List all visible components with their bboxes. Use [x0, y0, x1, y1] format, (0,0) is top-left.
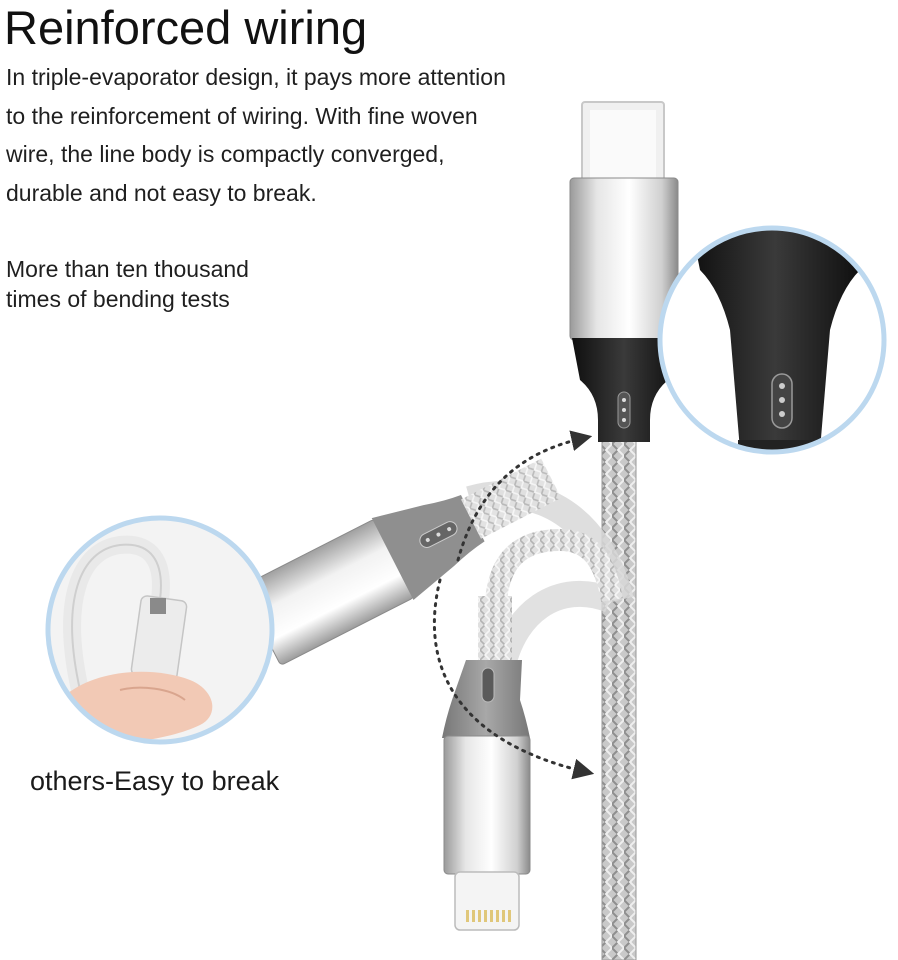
micro-usb-connector: [241, 458, 562, 665]
magnifier-circle-icon: [657, 225, 887, 455]
description-line: wire, the line body is compactly converg…: [6, 141, 445, 167]
usb-a-connector: [569, 101, 679, 442]
page-title: Reinforced wiring: [4, 1, 368, 54]
lightning-connector: [442, 528, 623, 931]
description-line: In triple-evaporator design, it pays mor…: [6, 64, 506, 90]
bending-test-note: More than ten thousand times of bending …: [6, 254, 249, 314]
curved-dotted-arrow-icon: [432, 578, 595, 780]
description-line: to the reinforcement of wiring. With fin…: [6, 102, 478, 129]
description-paragraph: In triple-evaporator design, it pays mor…: [6, 58, 596, 212]
main-braided-cable: [602, 440, 636, 960]
comparison-caption: others-Easy to break: [30, 766, 280, 796]
broken-cable-magnifier: [45, 515, 275, 745]
bending-test-line: times of bending tests: [6, 286, 230, 312]
bending-test-line: More than ten thousand: [6, 256, 249, 282]
description-line: durable and not easy to break.: [6, 179, 317, 206]
